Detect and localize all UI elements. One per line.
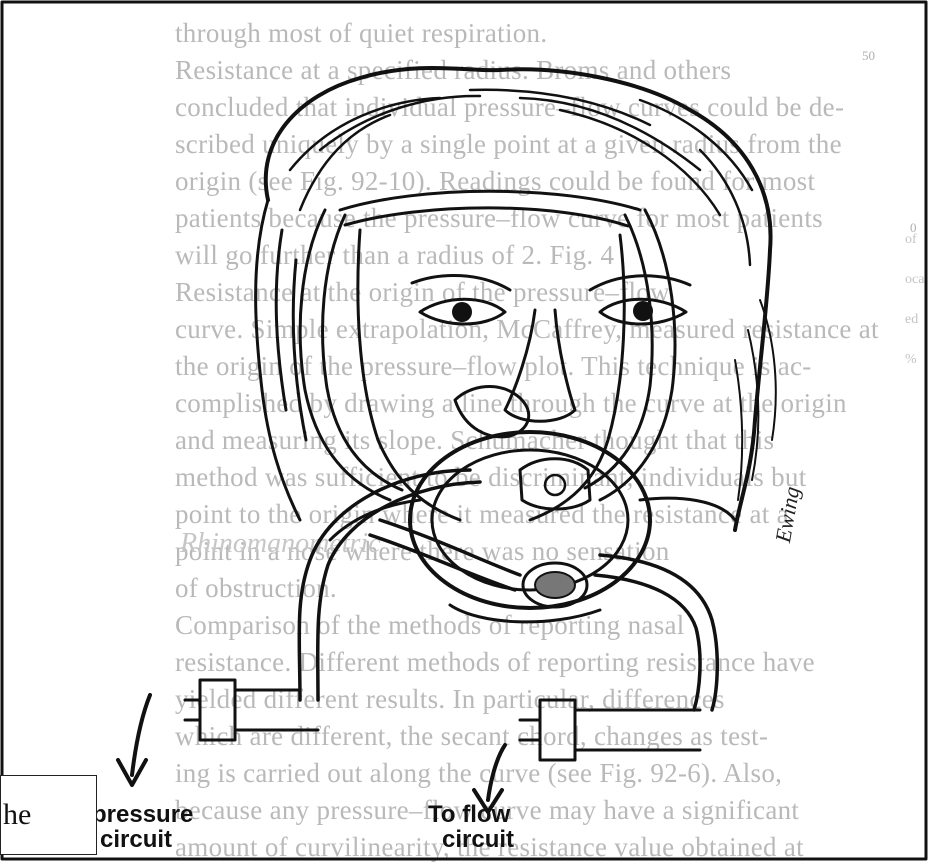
left-pupil bbox=[452, 302, 472, 322]
pressure-tube-a bbox=[299, 470, 470, 700]
head-strap-top bbox=[340, 191, 640, 226]
mask-port-mesh bbox=[535, 572, 575, 598]
face-outline bbox=[358, 230, 624, 520]
flow-connector bbox=[520, 700, 700, 760]
pressure-connector bbox=[185, 680, 318, 740]
mask-valve bbox=[520, 459, 590, 509]
right-eyebrow bbox=[590, 276, 690, 290]
flow-circuit-label-line2: circuit bbox=[442, 828, 514, 852]
nose bbox=[505, 310, 575, 421]
left-eyebrow bbox=[412, 275, 510, 290]
caption-box-text: he bbox=[3, 798, 31, 832]
mask-valve-hole bbox=[545, 475, 565, 495]
nasal-tube bbox=[455, 386, 529, 436]
head-outline bbox=[266, 68, 771, 530]
left-hair bbox=[256, 200, 306, 520]
flow-circuit-label-line1: To flow bbox=[428, 803, 510, 827]
flow-tube-b bbox=[595, 575, 700, 710]
caption-box: he bbox=[0, 775, 97, 855]
pressure-circuit-label-line2: circuit bbox=[100, 828, 172, 852]
head-strap-right bbox=[585, 210, 675, 500]
pressure-circuit-label-line1: pressure bbox=[92, 803, 193, 827]
right-pupil bbox=[633, 301, 653, 321]
pressure-arrow bbox=[132, 695, 150, 775]
